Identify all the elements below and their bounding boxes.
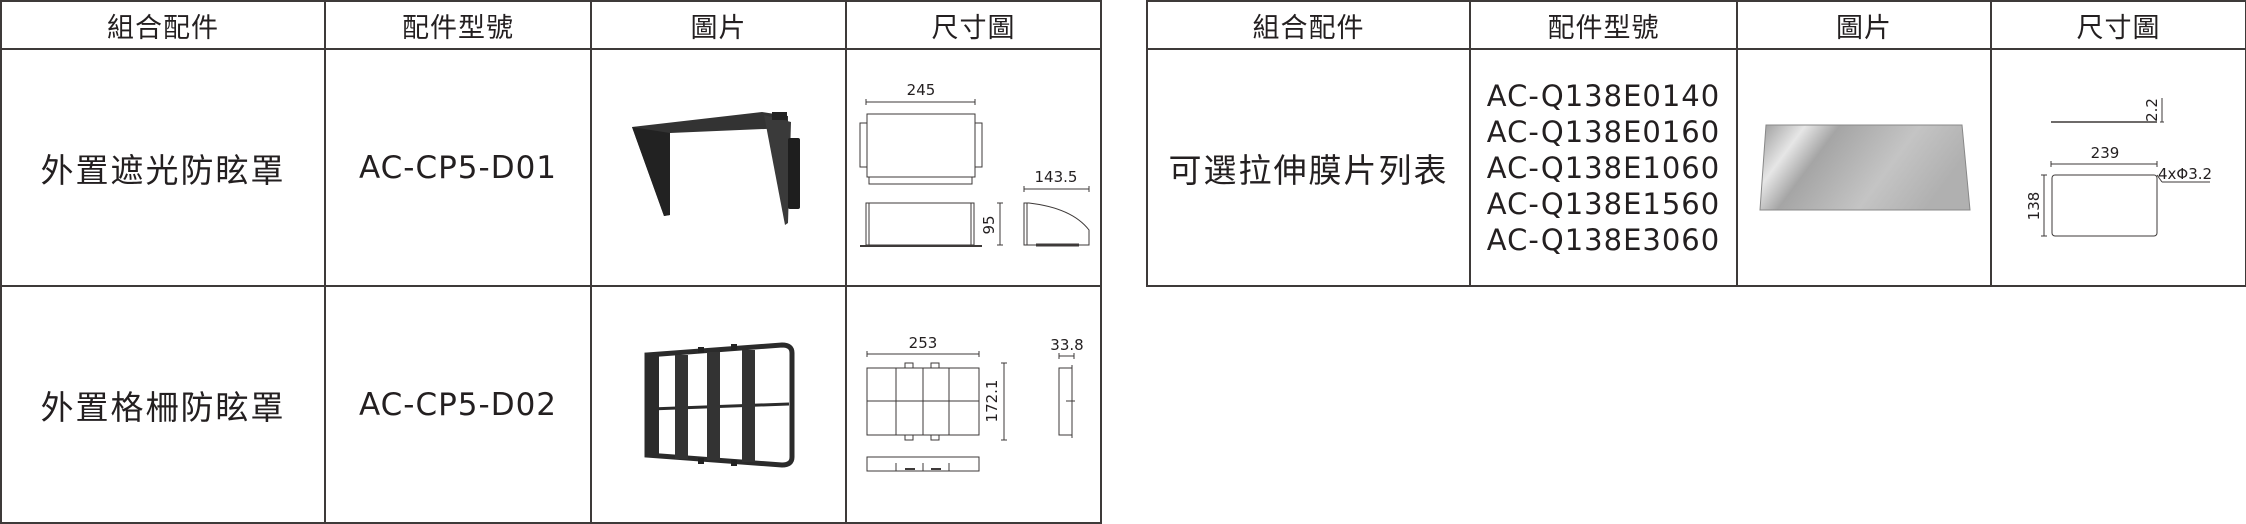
accessory-model: AC-CP5-D02 — [324, 285, 592, 524]
header-dimension: 尺寸圖 — [1990, 0, 2246, 50]
model-item: AC-Q138E1060 — [1486, 150, 1721, 185]
dim-width: 253 — [909, 334, 938, 352]
accessory-table-left: 組合配件 配件型號 圖片 尺寸圖 外置遮光防眩罩 AC-CP5-D01 245 — [0, 0, 1102, 524]
dim-thickness: 2.2 — [2143, 98, 2161, 122]
header-combo: 組合配件 — [1146, 0, 1471, 50]
dim-depth: 143.5 — [1035, 168, 1078, 186]
dim-width: 245 — [907, 81, 936, 99]
table-row: 外置格柵防眩罩 AC-CP5-D02 253 — [0, 285, 1102, 524]
dimension-drawing-sunshade: 245 95 143.5 — [845, 48, 1102, 287]
accessory-name: 可選拉伸膜片列表 — [1146, 48, 1471, 287]
dim-depth: 33.8 — [1050, 336, 1083, 354]
header-model: 配件型號 — [1469, 0, 1738, 50]
table-header-row: 組合配件 配件型號 圖片 尺寸圖 — [1146, 0, 2246, 50]
dim-height: 95 — [980, 215, 998, 234]
accessory-name: 外置遮光防眩罩 — [0, 48, 326, 287]
model-item: AC-Q138E1560 — [1486, 186, 1721, 221]
dim-height: 138 — [2025, 192, 2043, 221]
product-image-sunshade — [590, 48, 847, 287]
header-combo: 組合配件 — [0, 0, 326, 50]
dim-holes: 4xΦ3.2 — [2158, 165, 2212, 183]
product-image-film — [1736, 48, 1992, 287]
dimension-drawing-grille: 253 172.1 33.8 — [845, 285, 1102, 524]
accessory-table-right: 組合配件 配件型號 圖片 尺寸圖 可選拉伸膜片列表 AC-Q138E0140 A… — [1146, 0, 2246, 287]
table-row: 外置遮光防眩罩 AC-CP5-D01 245 95 — [0, 48, 1102, 287]
header-image: 圖片 — [590, 0, 847, 50]
header-dimension: 尺寸圖 — [845, 0, 1102, 50]
accessory-name: 外置格柵防眩罩 — [0, 285, 326, 524]
model-item: AC-Q138E3060 — [1486, 222, 1721, 257]
model-item: AC-Q138E0160 — [1486, 114, 1721, 149]
dimension-drawing-film: 2.2 239 138 4xΦ3.2 — [1990, 48, 2246, 287]
table-header-row: 組合配件 配件型號 圖片 尺寸圖 — [0, 0, 1102, 50]
accessory-model-list: AC-Q138E0140 AC-Q138E0160 AC-Q138E1060 A… — [1469, 48, 1738, 287]
accessory-model: AC-CP5-D01 — [324, 48, 592, 287]
table-row: 可選拉伸膜片列表 AC-Q138E0140 AC-Q138E0160 AC-Q1… — [1146, 48, 2246, 287]
product-image-grille — [590, 285, 847, 524]
dim-height: 172.1 — [983, 380, 1001, 423]
model-item: AC-Q138E0140 — [1486, 78, 1721, 113]
dim-width: 239 — [2091, 144, 2120, 162]
header-image: 圖片 — [1736, 0, 1992, 50]
header-model: 配件型號 — [324, 0, 592, 50]
